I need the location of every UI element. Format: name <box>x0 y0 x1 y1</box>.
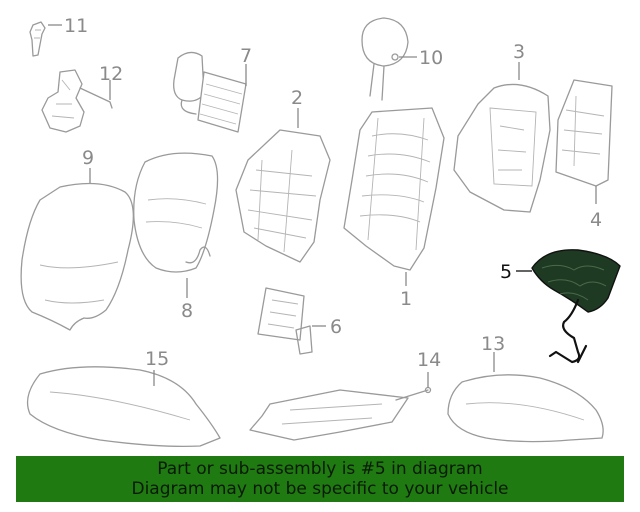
disclaimer-banner: Part or sub-assembly is #5 in diagram Di… <box>16 456 624 502</box>
callout-9: 9 <box>82 147 94 169</box>
callout-12: 12 <box>99 63 123 85</box>
part-3-back-shell: 3 <box>453 41 551 213</box>
callout-15: 15 <box>145 348 169 370</box>
banner-part-line: Part or sub-assembly is #5 in diagram <box>157 459 483 479</box>
callout-8: 8 <box>181 300 193 322</box>
part-14-seat-pan: 14 <box>249 349 441 441</box>
callout-7: 7 <box>240 45 252 67</box>
part-7-lumbar-module: 7 <box>173 45 252 133</box>
banner-disclaimer-line: Diagram may not be specific to your vehi… <box>131 479 509 499</box>
part-10-headrest: 10 <box>361 17 443 101</box>
part-11-clip: 11 <box>29 15 88 57</box>
exploded-seat-diagram: 11 12 9 7 <box>20 15 621 448</box>
part-8-back-pad: 8 <box>133 152 219 322</box>
callout-4: 4 <box>590 209 602 231</box>
part-5-heater-pad: 5 <box>500 249 621 364</box>
callout-11: 11 <box>64 15 88 37</box>
part-9-seat-back-cover: 9 <box>20 147 134 331</box>
part-13-cushion-pad: 13 <box>447 333 604 443</box>
part-1-seat-back-frame: 1 <box>343 107 445 310</box>
callout-14: 14 <box>417 349 441 371</box>
part-2-back-frame: 2 <box>235 87 331 263</box>
part-6-sensor-module: 6 <box>257 287 342 355</box>
part-12-bracket: 12 <box>41 63 123 133</box>
callout-1: 1 <box>400 288 412 310</box>
callout-3: 3 <box>513 41 525 63</box>
part-4-back-panel: 4 <box>555 79 613 231</box>
part-15-cushion-cover: 15 <box>26 348 221 448</box>
callout-5: 5 <box>500 261 512 283</box>
callout-6: 6 <box>330 316 342 338</box>
callout-13: 13 <box>481 333 505 355</box>
callout-10: 10 <box>419 47 443 69</box>
callout-2: 2 <box>291 87 303 109</box>
